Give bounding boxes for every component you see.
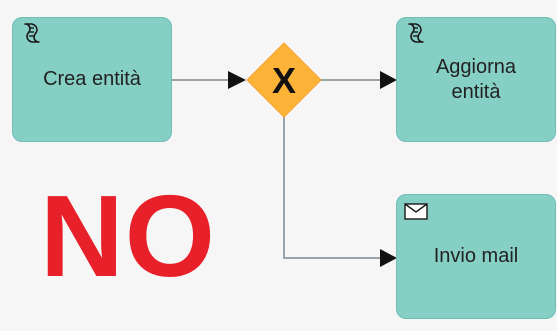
gateway-diamond <box>246 42 322 118</box>
task-aggiorna-entita[interactable]: Aggiorna entità <box>396 17 556 142</box>
task-label: Crea entità <box>43 68 141 90</box>
arrowhead-aggiorna <box>380 71 397 89</box>
envelope-icon <box>404 203 428 220</box>
script-icon <box>24 23 40 43</box>
task-crea-entita[interactable]: Crea entità <box>12 17 172 142</box>
script-icon <box>408 23 424 43</box>
exclusive-gateway[interactable]: X <box>246 42 322 118</box>
arrowhead-gateway <box>228 71 246 89</box>
gateway-marker-x: X <box>272 60 296 101</box>
connector-gateway-to-invio[interactable] <box>283 117 382 259</box>
task-label: Invio mail <box>433 245 519 267</box>
task-label: Aggiorna entità <box>435 55 517 103</box>
verdict-no-text: NO <box>40 171 216 301</box>
arrowhead-invio <box>380 249 397 267</box>
task-invio-mail[interactable]: Invio mail <box>396 194 556 319</box>
